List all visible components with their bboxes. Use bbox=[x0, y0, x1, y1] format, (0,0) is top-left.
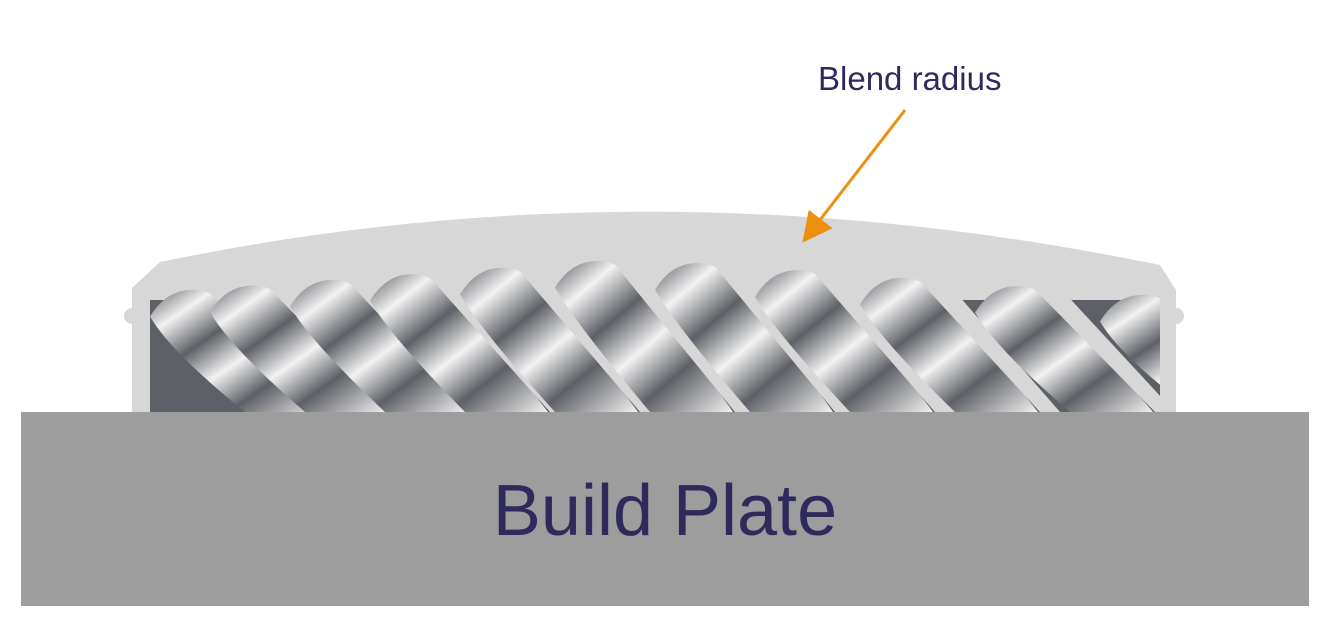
channel bbox=[975, 285, 1153, 412]
channel bbox=[755, 270, 933, 412]
right-edge-notch bbox=[1168, 308, 1184, 324]
channel bbox=[210, 285, 388, 412]
channel bbox=[460, 267, 638, 412]
left-edge-notch bbox=[124, 308, 140, 324]
build-plate-label: Build Plate bbox=[492, 471, 838, 551]
channel bbox=[1100, 294, 1160, 385]
channel-rib bbox=[1160, 291, 1300, 412]
channel-rib bbox=[920, 274, 1060, 412]
blend-radius-label: Blend radius bbox=[818, 60, 1002, 97]
internal-channels bbox=[150, 257, 1300, 412]
channel-rib bbox=[1035, 282, 1160, 412]
callout-arrow bbox=[802, 109, 907, 243]
build-plate bbox=[21, 412, 1309, 606]
channel bbox=[290, 279, 468, 412]
channel bbox=[555, 260, 733, 412]
channel bbox=[655, 263, 833, 412]
channel bbox=[860, 277, 1038, 412]
channel bbox=[370, 274, 548, 412]
